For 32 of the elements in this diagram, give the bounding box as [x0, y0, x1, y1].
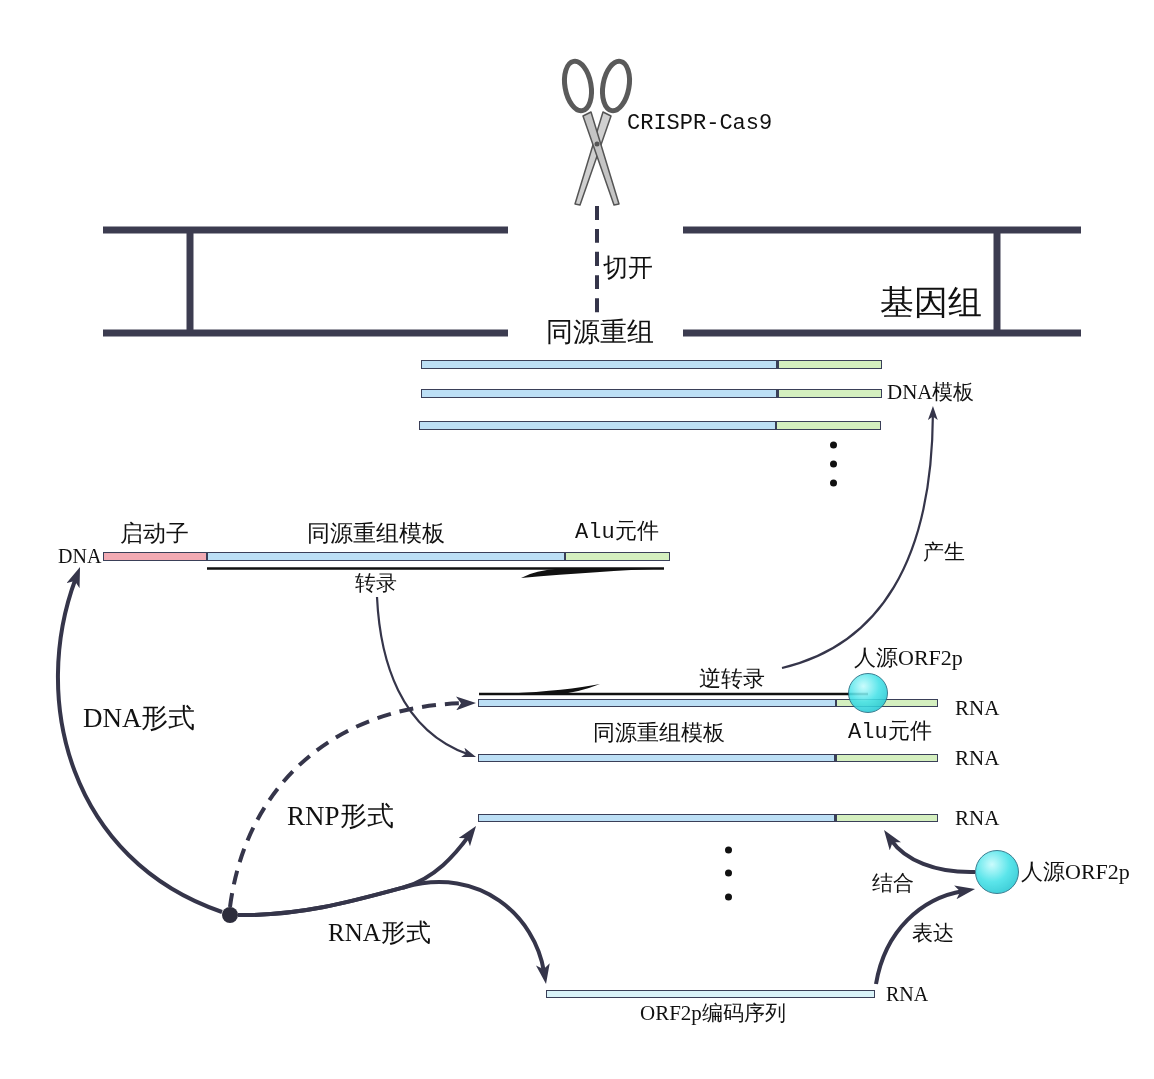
arrow [883, 830, 975, 874]
step-label: 同源重组 [546, 319, 654, 346]
arrow [238, 880, 550, 984]
segment-label: 启动子 [120, 522, 189, 545]
strand-type-label: RNA [886, 984, 929, 1004]
process-label: 转录 [355, 573, 397, 594]
edge-label: RNP形式 [285, 802, 396, 831]
edge-label: 结合 [870, 872, 916, 895]
segment-label: ORF2p编码序列 [640, 1003, 786, 1024]
strand-type-label: RNA [955, 748, 1000, 769]
strand-type-label: RNA [955, 808, 1000, 829]
segment-label: Alu元件 [848, 722, 932, 744]
segment-label: 同源重组模板 [593, 722, 725, 744]
arrow [375, 596, 476, 758]
edge-label: 表达 [910, 922, 956, 945]
segment-label: 同源重组模板 [307, 522, 445, 545]
arrow [781, 406, 938, 670]
strand-type-label: DNA [58, 546, 102, 566]
template-label: DNA模板 [887, 382, 975, 403]
protein-label: 人源ORF2p [1021, 861, 1130, 883]
strand-type-label: RNA [955, 698, 1000, 719]
edge-label: 切开 [601, 254, 655, 281]
tool-label: CRISPR-Cas9 [627, 113, 773, 135]
edge-label: RNA形式 [326, 919, 433, 946]
arrow [874, 885, 975, 985]
protein-label: 人源ORF2p [854, 647, 963, 669]
edge-label: 产生 [921, 541, 967, 564]
process-label: 逆转录 [699, 668, 765, 690]
segment-label: Alu元件 [575, 522, 659, 544]
genome-label: 基因组 [880, 286, 982, 320]
dashed-arrow [228, 696, 476, 908]
arrow [55, 566, 223, 914]
